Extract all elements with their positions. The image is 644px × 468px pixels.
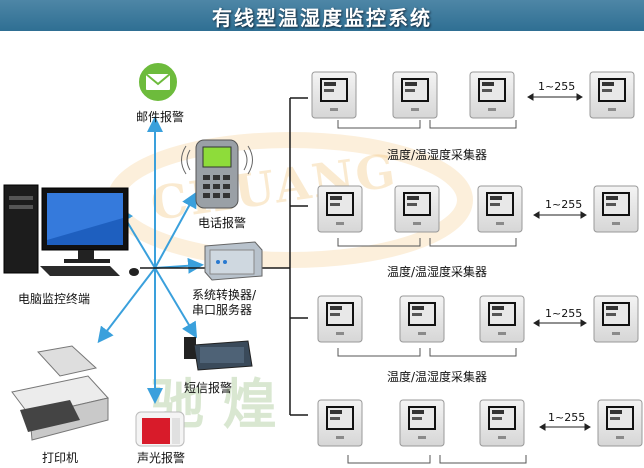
row1-group-label: 温度/温湿度采集器 [387,148,488,162]
converter-label: 系统转换器/ 串口服务器 [192,288,257,317]
group-brackets [337,120,527,464]
converter-device-icon [204,241,263,281]
sensor-device-icon [311,71,357,119]
computer-icon [3,184,139,276]
page-title: 有线型温湿度监控系统 [212,6,432,30]
row2-group-label: 温度/温湿度采集器 [387,265,488,279]
sensor-device-icon [469,71,515,119]
sensor-device-icon [317,295,363,343]
phone-alarm-label: 电话报警 [198,216,247,230]
email-icon [137,61,179,103]
audio-light-alarm-label: 声光报警 [137,451,186,465]
printer-icon [11,345,109,441]
sensor-device-icon [479,399,525,447]
sensor-device-icon [317,399,363,447]
sensor-device-icon [399,399,445,447]
sensor-device-icon [479,295,525,343]
range-arrows [527,93,591,431]
alarm-light-icon [135,411,185,447]
link-arrows [97,116,204,404]
sensor-device-icon [597,399,643,447]
email-alarm-label: 邮件报警 [136,110,185,124]
row3-group-label: 温度/温湿度采集器 [387,370,488,384]
sensor-grid [311,71,643,447]
sensor-device-icon [593,185,639,233]
sensor-device-icon [593,295,639,343]
sensor-device-icon [317,185,363,233]
sensor-device-icon [589,71,635,119]
computer-label: 电脑监控终端 [18,292,91,306]
row4-range-label: 1~255 [548,411,586,424]
sensor-device-icon [399,295,445,343]
row3-range-label: 1~255 [545,307,583,320]
printer-label: 打印机 [42,451,79,465]
sms-alarm-label: 短信报警 [184,381,233,395]
row1-range-label: 1~255 [538,80,576,93]
title-banner [0,0,644,31]
mobile-phone-icon [181,139,253,209]
sensor-device-icon [477,185,523,233]
sensor-device-icon [392,71,438,119]
sensor-device-icon [394,185,440,233]
row2-range-label: 1~255 [545,198,583,211]
sms-modem-icon [184,337,253,371]
